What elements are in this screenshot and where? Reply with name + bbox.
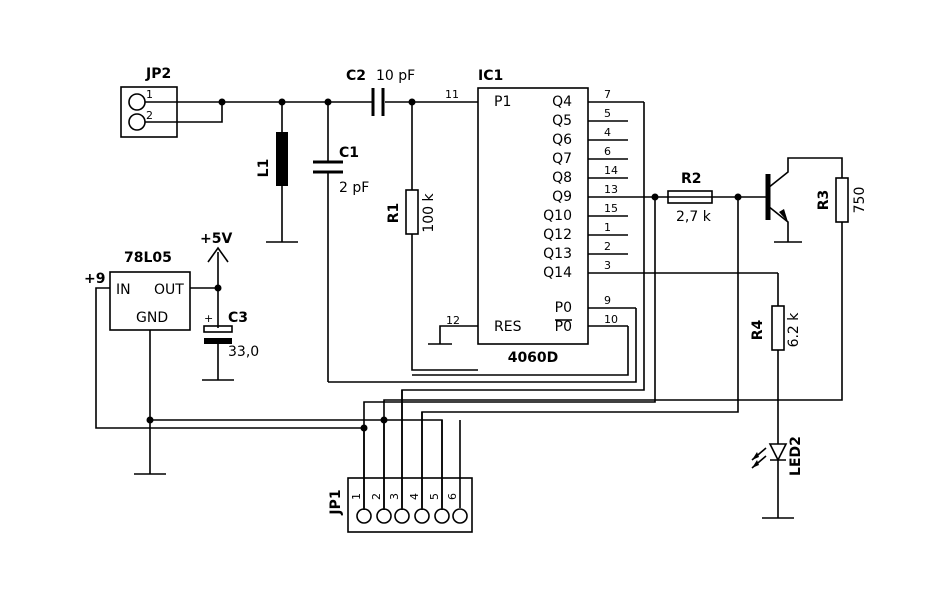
jp1-pin5-label: 5 xyxy=(428,493,441,500)
r2-resistor: R2 2,7 k xyxy=(667,171,713,225)
ic1-pin-num-3: 3 xyxy=(604,259,611,272)
jp1-pin4-label: 4 xyxy=(408,493,421,500)
jp1-pin3-label: 3 xyxy=(388,493,401,500)
c2-capacitor: C2 10 pF xyxy=(346,68,415,116)
supply-9v-label: +9 xyxy=(84,271,105,287)
ic1-pin-name-q4: Q4 xyxy=(552,94,572,110)
ic1-pin-name-q8: Q8 xyxy=(552,170,572,186)
ic1-pin-name-p0-bar: P0 xyxy=(555,319,572,335)
jp2-pin1-pad xyxy=(128,93,146,111)
ic1-pin-num-13: 13 xyxy=(604,183,618,196)
ic1-pin-num-6: 6 xyxy=(604,145,611,158)
ic1-pin-name-q14: Q14 xyxy=(543,265,572,281)
jp1-pin6-label: 6 xyxy=(446,493,459,500)
c2-ref: C2 xyxy=(346,68,366,84)
jp2-pin1-label: 1 xyxy=(146,88,153,101)
ic1-pin-name-q10: Q10 xyxy=(543,208,572,224)
jp1-pin2-pad xyxy=(376,508,392,524)
net-base-jp1 xyxy=(421,197,739,510)
ic1-pin-num-11: 11 xyxy=(445,88,459,101)
jp1-pin1-label: 1 xyxy=(350,493,363,500)
r3-ref: R3 xyxy=(816,190,832,211)
r3-resistor: R3 750 xyxy=(816,177,868,223)
r4-value: 6.2 k xyxy=(786,312,802,348)
ic1-pin-num-9: 9 xyxy=(604,294,611,307)
jp1-pin4-pad xyxy=(414,508,430,524)
led2-diode: LED2 xyxy=(751,436,804,519)
jp2-ref: JP2 xyxy=(145,66,171,82)
ic1-ref: IC1 xyxy=(478,68,503,84)
net-p0-bar xyxy=(412,326,629,376)
ic1-4060d: IC1 4060D P1 11 RES 12 Q4 7 Q5 5 Q6 4 Q7… xyxy=(428,68,778,366)
jp1-pin3-pad xyxy=(394,508,410,524)
c3-ref: C3 xyxy=(228,310,248,326)
supply-5v-arrow xyxy=(207,246,229,263)
r4-resistor: R4 6.2 k xyxy=(750,273,802,444)
c2-value: 10 pF xyxy=(376,68,415,84)
jp1-pin1-pad xyxy=(356,508,372,524)
reg-gnd-label: GND xyxy=(136,310,168,326)
ic1-pin-num-12: 12 xyxy=(446,314,460,327)
r1-resistor: R1 100 k xyxy=(386,102,478,371)
jp1-pin2-label: 2 xyxy=(370,493,383,500)
jp1-ref: JP1 xyxy=(328,489,344,515)
npn-transistor xyxy=(765,157,843,243)
ic1-pin-name-q13: Q13 xyxy=(543,246,572,262)
ic1-part: 4060D xyxy=(508,350,559,366)
ic1-res-ground xyxy=(428,325,478,345)
net-gnd xyxy=(134,330,166,475)
ic1-pin-name-p0: P0 xyxy=(555,300,572,316)
reg-in-label: IN xyxy=(116,282,131,298)
r2-ref: R2 xyxy=(681,171,702,187)
jp2-pin2-pad xyxy=(128,113,146,131)
jp2-wires xyxy=(145,101,373,123)
net-9v xyxy=(95,287,364,429)
ic1-pin-name-q7: Q7 xyxy=(552,151,572,167)
ic1-pin-name-p1: P1 xyxy=(494,94,511,110)
ic1-pin-name-res: RES xyxy=(494,319,522,335)
r1-ref: R1 xyxy=(386,203,402,224)
r3-value: 750 xyxy=(852,187,868,214)
r1-value: 100 k xyxy=(421,192,437,232)
ic1-right-pins: Q4 7 Q5 5 Q6 4 Q7 6 Q8 14 Q9 13 Q10 15 Q… xyxy=(543,88,778,335)
ic1-pin-num-15: 15 xyxy=(604,202,618,215)
ic1-pin-num-5: 5 xyxy=(604,107,611,120)
supply-5v-label: +5V xyxy=(200,231,232,247)
l1-inductor: L1 xyxy=(256,102,298,243)
junction-dots xyxy=(146,98,742,432)
jp2-connector: 1 2 JP2 xyxy=(120,66,178,138)
ic1-pin-num-10: 10 xyxy=(604,313,618,326)
ic1-pin-name-q9: Q9 xyxy=(552,189,572,205)
reg-out-label: OUT xyxy=(154,282,184,298)
l1-ref: L1 xyxy=(256,159,272,178)
net-p0 xyxy=(328,308,637,383)
regulator-78l05: 78L05 IN OUT GND xyxy=(109,250,191,331)
c1-capacitor: C1 2 pF xyxy=(313,102,369,382)
led2-ref: LED2 xyxy=(788,436,804,476)
r2-value: 2,7 k xyxy=(676,209,712,225)
jp1-connector: 1 2 3 4 5 6 JP1 xyxy=(328,390,473,533)
ic1-pin-num-7: 7 xyxy=(604,88,611,101)
ic1-pin-name-q5: Q5 xyxy=(552,113,572,129)
c3-value: 33,0 xyxy=(228,344,259,360)
r4-ref: R4 xyxy=(750,319,766,340)
jp1-pin5-pad xyxy=(434,508,450,524)
jp2-pin2-label: 2 xyxy=(146,109,153,122)
jp1-pin6-pad xyxy=(452,508,468,524)
ic1-pin-num-14: 14 xyxy=(604,164,618,177)
ic1-pin-name-q6: Q6 xyxy=(552,132,572,148)
ic1-pin-name-q12: Q12 xyxy=(543,227,572,243)
c1-value: 2 pF xyxy=(339,180,369,196)
c1-ref: C1 xyxy=(339,145,359,161)
net-5v xyxy=(190,252,219,289)
net-r3-jp1 xyxy=(383,222,843,510)
reg-ref: 78L05 xyxy=(124,250,172,266)
ic1-pin-num-1: 1 xyxy=(604,221,611,234)
ic1-pin-num-4: 4 xyxy=(604,126,611,139)
ic1-pin-num-2: 2 xyxy=(604,240,611,253)
c3-polarity: + xyxy=(204,312,213,325)
c3-capacitor: + C3 33,0 xyxy=(202,288,259,381)
